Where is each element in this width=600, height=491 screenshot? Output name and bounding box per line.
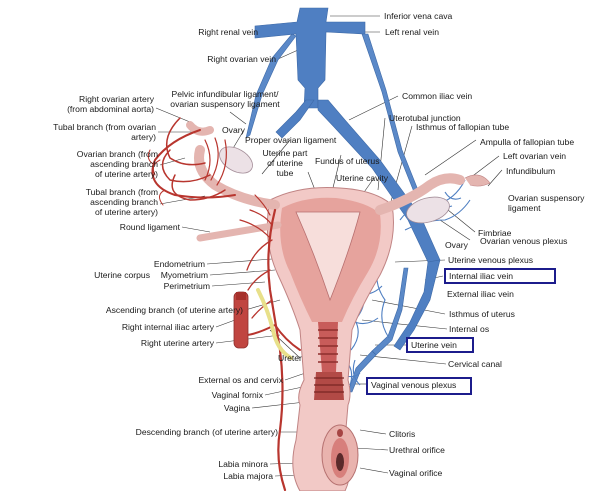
label-round-ligament: Round ligament xyxy=(119,222,180,232)
label-perimetrium: Perimetrium xyxy=(163,281,210,291)
label-endometrium: Endometrium xyxy=(153,259,205,269)
uterus-body xyxy=(266,187,394,491)
internal-iliac-artery-shape xyxy=(233,291,249,349)
label-uterine-part-of-tube: Uterine part of uterine tube xyxy=(262,148,308,178)
label-infundibulum: Infundibulum xyxy=(506,166,556,176)
label-vaginal-orifice: Vaginal orifice xyxy=(389,468,443,478)
label-ureter: Ureter xyxy=(278,353,302,363)
label-ovarian-suspensory-ligament: Ovarian suspensory ligament xyxy=(508,193,585,213)
label-uterine-vein: Uterine vein xyxy=(411,340,457,350)
label-left-renal-vein: Left renal vein xyxy=(385,27,439,37)
label-vaginal-fornix: Vaginal fornix xyxy=(211,390,263,400)
label-external-iliac-vein: External iliac vein xyxy=(447,289,514,299)
label-isthmus-of-uterus: Isthmus of uterus xyxy=(449,309,515,319)
label-pelvic-infundibular-ligament: Pelvic infundibular ligament/ ovarian su… xyxy=(170,89,280,109)
label-inferior-vena-cava: Inferior vena cava xyxy=(384,11,453,21)
label-ovarian-branch: Ovarian branch (from ascending branch of… xyxy=(76,149,158,179)
ureter-shape xyxy=(256,288,293,360)
label-internal-iliac-vein: Internal iliac vein xyxy=(449,271,514,281)
label-uterine-venous-plexus: Uterine venous plexus xyxy=(448,255,534,265)
label-uterine-cavity: Uterine cavity xyxy=(336,173,389,183)
highlight-box-vaginal-venous-plexus: Vaginal venous plexus xyxy=(366,377,472,395)
label-urethral-orifice: Urethral orifice xyxy=(389,445,445,455)
label-right-internal-iliac-artery: Right internal iliac artery xyxy=(121,322,214,332)
label-right-uterine-artery: Right uterine artery xyxy=(140,338,214,348)
label-ampulla: Ampulla of fallopian tube xyxy=(480,137,575,147)
label-uterine-corpus: Uterine corpus xyxy=(94,270,150,280)
label-ovary-right: Ovary xyxy=(445,240,468,250)
highlight-box-internal-iliac-vein: Internal iliac vein xyxy=(444,268,556,284)
label-uterotubal-junction: Uterotubal junction xyxy=(389,113,461,123)
label-myometrium: Myometrium xyxy=(160,270,208,280)
label-right-ovarian-vein: Right ovarian vein xyxy=(207,54,276,64)
label-tubal-branch-ovarian: Tubal branch (from ovarian artery) xyxy=(53,122,156,142)
label-proper-ovarian-ligament: Proper ovarian ligament xyxy=(245,135,337,145)
label-left-ovarian-vein: Left ovarian vein xyxy=(503,151,567,161)
label-common-iliac-vein: Common iliac vein xyxy=(402,91,473,101)
label-external-os: External os and cervix xyxy=(198,375,283,385)
label-internal-os: Internal os xyxy=(449,324,490,334)
highlight-box-uterine-vein: Uterine vein xyxy=(406,337,474,353)
label-right-ovarian-artery: Right ovarian artery (from abdominal aor… xyxy=(67,94,154,114)
label-isthmus-fallopian-tube: Isthmus of fallopian tube xyxy=(416,122,510,132)
label-descending-branch: Descending branch (of uterine artery) xyxy=(135,427,278,437)
label-fundus-of-uterus: Fundus of uterus xyxy=(315,156,380,166)
veins xyxy=(245,7,441,393)
label-vagina: Vagina xyxy=(223,403,250,413)
label-vaginal-venous-plexus: Vaginal venous plexus xyxy=(371,380,457,390)
label-ovary-left: Ovary xyxy=(222,125,245,135)
label-tubal-branch-uterine: Tubal branch (from ascending branch of u… xyxy=(85,187,158,217)
label-labia-majora: Labia majora xyxy=(223,471,273,481)
label-ascending-branch: Ascending branch (of uterine artery) xyxy=(105,305,243,315)
label-fimbriae: Fimbriae xyxy=(478,228,512,238)
label-cervical-canal: Cervical canal xyxy=(448,359,502,369)
label-ovarian-venous-plexus: Ovarian venous plexus xyxy=(480,236,568,246)
label-clitoris: Clitoris xyxy=(389,429,416,439)
label-labia-minora: Labia minora xyxy=(218,459,268,469)
label-right-renal-vein: Right renal vein xyxy=(198,27,258,37)
